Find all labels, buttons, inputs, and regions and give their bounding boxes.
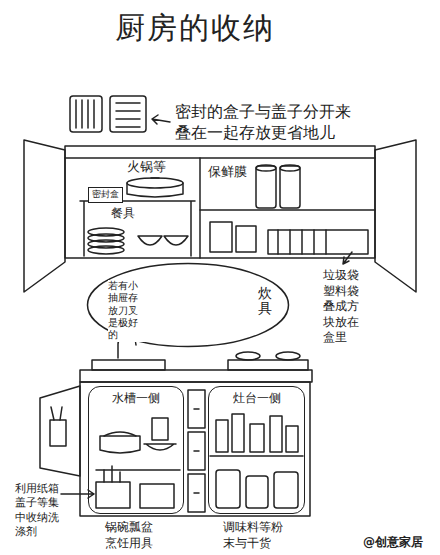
counter-top <box>236 352 260 360</box>
lid-stack-icon <box>76 100 94 128</box>
storage-boxes-drawing <box>236 226 256 252</box>
dishes-drawing <box>138 236 162 245</box>
storage-boxes-drawing <box>278 230 326 254</box>
upper-cabinet <box>80 201 195 256</box>
kitchen-illustration <box>24 96 416 516</box>
counter-top <box>80 370 312 382</box>
wrap-roll-drawing <box>280 165 300 171</box>
caption-text: 调味料等粉末与干货 <box>222 520 284 551</box>
note-text: 密封的盒子与盖子分开来叠在一起存放更省地儿 <box>174 102 352 144</box>
upper-cabinet <box>375 140 416 292</box>
shelf-label: 保鲜膜 <box>207 164 248 181</box>
seasoning-drawing <box>210 414 303 508</box>
cookware-drawing <box>96 469 180 471</box>
hotpot-drawing <box>127 178 183 188</box>
cookware-drawing <box>96 482 130 508</box>
lid-stack-icon <box>70 96 102 132</box>
upper-cabinet <box>200 209 375 211</box>
seasoning-drawing <box>232 414 244 452</box>
counter-top <box>92 360 165 370</box>
box-stack-icon <box>116 103 140 127</box>
wrap-roll-drawing <box>256 166 276 208</box>
cookware-label: 炊具 <box>258 286 272 317</box>
counter-top <box>228 360 308 370</box>
seasoning-drawing <box>274 472 298 508</box>
cookware-drawing <box>96 418 180 508</box>
tag-text: 密封盒 <box>92 189 119 201</box>
counter-top <box>276 352 300 360</box>
note-text: 利用纸箱盖子等集中收纳洗涤剂 <box>14 482 60 539</box>
cookware-drawing <box>104 432 136 436</box>
storage-boxes-drawing <box>268 230 368 254</box>
wrap-roll-drawing <box>256 165 300 208</box>
drawer-note: 若有小抽屉存放刀叉是极好的 <box>108 280 146 342</box>
lower-cabinet <box>40 386 80 476</box>
caption-text: 锅碗瓢盆烹饪用具 <box>104 520 154 551</box>
seasoning-drawing <box>216 420 228 452</box>
watermark: @创意家居 <box>362 535 424 551</box>
upper-cabinet <box>65 157 375 159</box>
seasoning-drawing <box>250 424 264 452</box>
seasoning-drawing <box>216 470 240 508</box>
seasoning-drawing <box>246 476 268 508</box>
leader-arrow <box>61 490 94 498</box>
dishes-drawing <box>88 228 188 254</box>
cookware-drawing <box>100 436 140 453</box>
lower-cabinet <box>51 407 62 420</box>
oval-outline <box>88 264 289 347</box>
drawer-oval: 若有小抽屉存放刀叉是极好的 炊具 <box>86 262 290 348</box>
lid-stack-icon <box>70 96 102 132</box>
hotpot-drawing <box>127 183 183 197</box>
upper-cabinet <box>199 158 201 258</box>
seasoning-drawing <box>286 426 298 452</box>
dishes-drawing <box>164 236 188 245</box>
seasoning-drawing <box>210 455 303 457</box>
wrap-roll-drawing <box>256 165 276 171</box>
lower-cabinet <box>40 382 310 516</box>
sealed-box-tag: 密封盒 <box>88 187 123 203</box>
seasoning-drawing <box>270 416 282 452</box>
box-stack-icon <box>110 96 146 132</box>
stove-side-region: 灶台一侧 <box>208 386 305 514</box>
dishes-drawing <box>88 246 124 254</box>
note-text: 垃圾袋塑料袋叠成方块放在盒里 <box>322 268 360 346</box>
hotpot-drawing <box>151 177 159 179</box>
lower-cabinet <box>50 420 66 446</box>
leader-arrow <box>343 252 352 264</box>
box-stack-icon <box>110 96 146 132</box>
hotpot-drawing <box>127 178 183 197</box>
shelf-label: 火锅等 <box>126 159 167 176</box>
upper-cabinet <box>24 140 65 292</box>
cookware-drawing <box>152 418 168 440</box>
lower-cabinet <box>80 382 310 516</box>
wrap-roll-drawing <box>280 166 300 208</box>
shelf-label: 餐具 <box>110 206 136 222</box>
cookware-drawing <box>104 466 120 482</box>
page-title: 厨房的收纳 <box>0 8 390 47</box>
leader-arrow <box>152 115 170 124</box>
upper-cabinet <box>65 146 375 258</box>
cookware-drawing <box>144 444 176 450</box>
sink-side-region: 水槽一侧 <box>88 386 184 514</box>
lower-cabinet <box>194 409 199 493</box>
storage-boxes-drawing <box>210 222 232 252</box>
cookware-drawing <box>140 484 174 508</box>
region-title: 灶台一侧 <box>231 391 283 407</box>
storage-boxes-drawing <box>210 222 368 254</box>
region-title: 水槽一侧 <box>110 391 162 407</box>
